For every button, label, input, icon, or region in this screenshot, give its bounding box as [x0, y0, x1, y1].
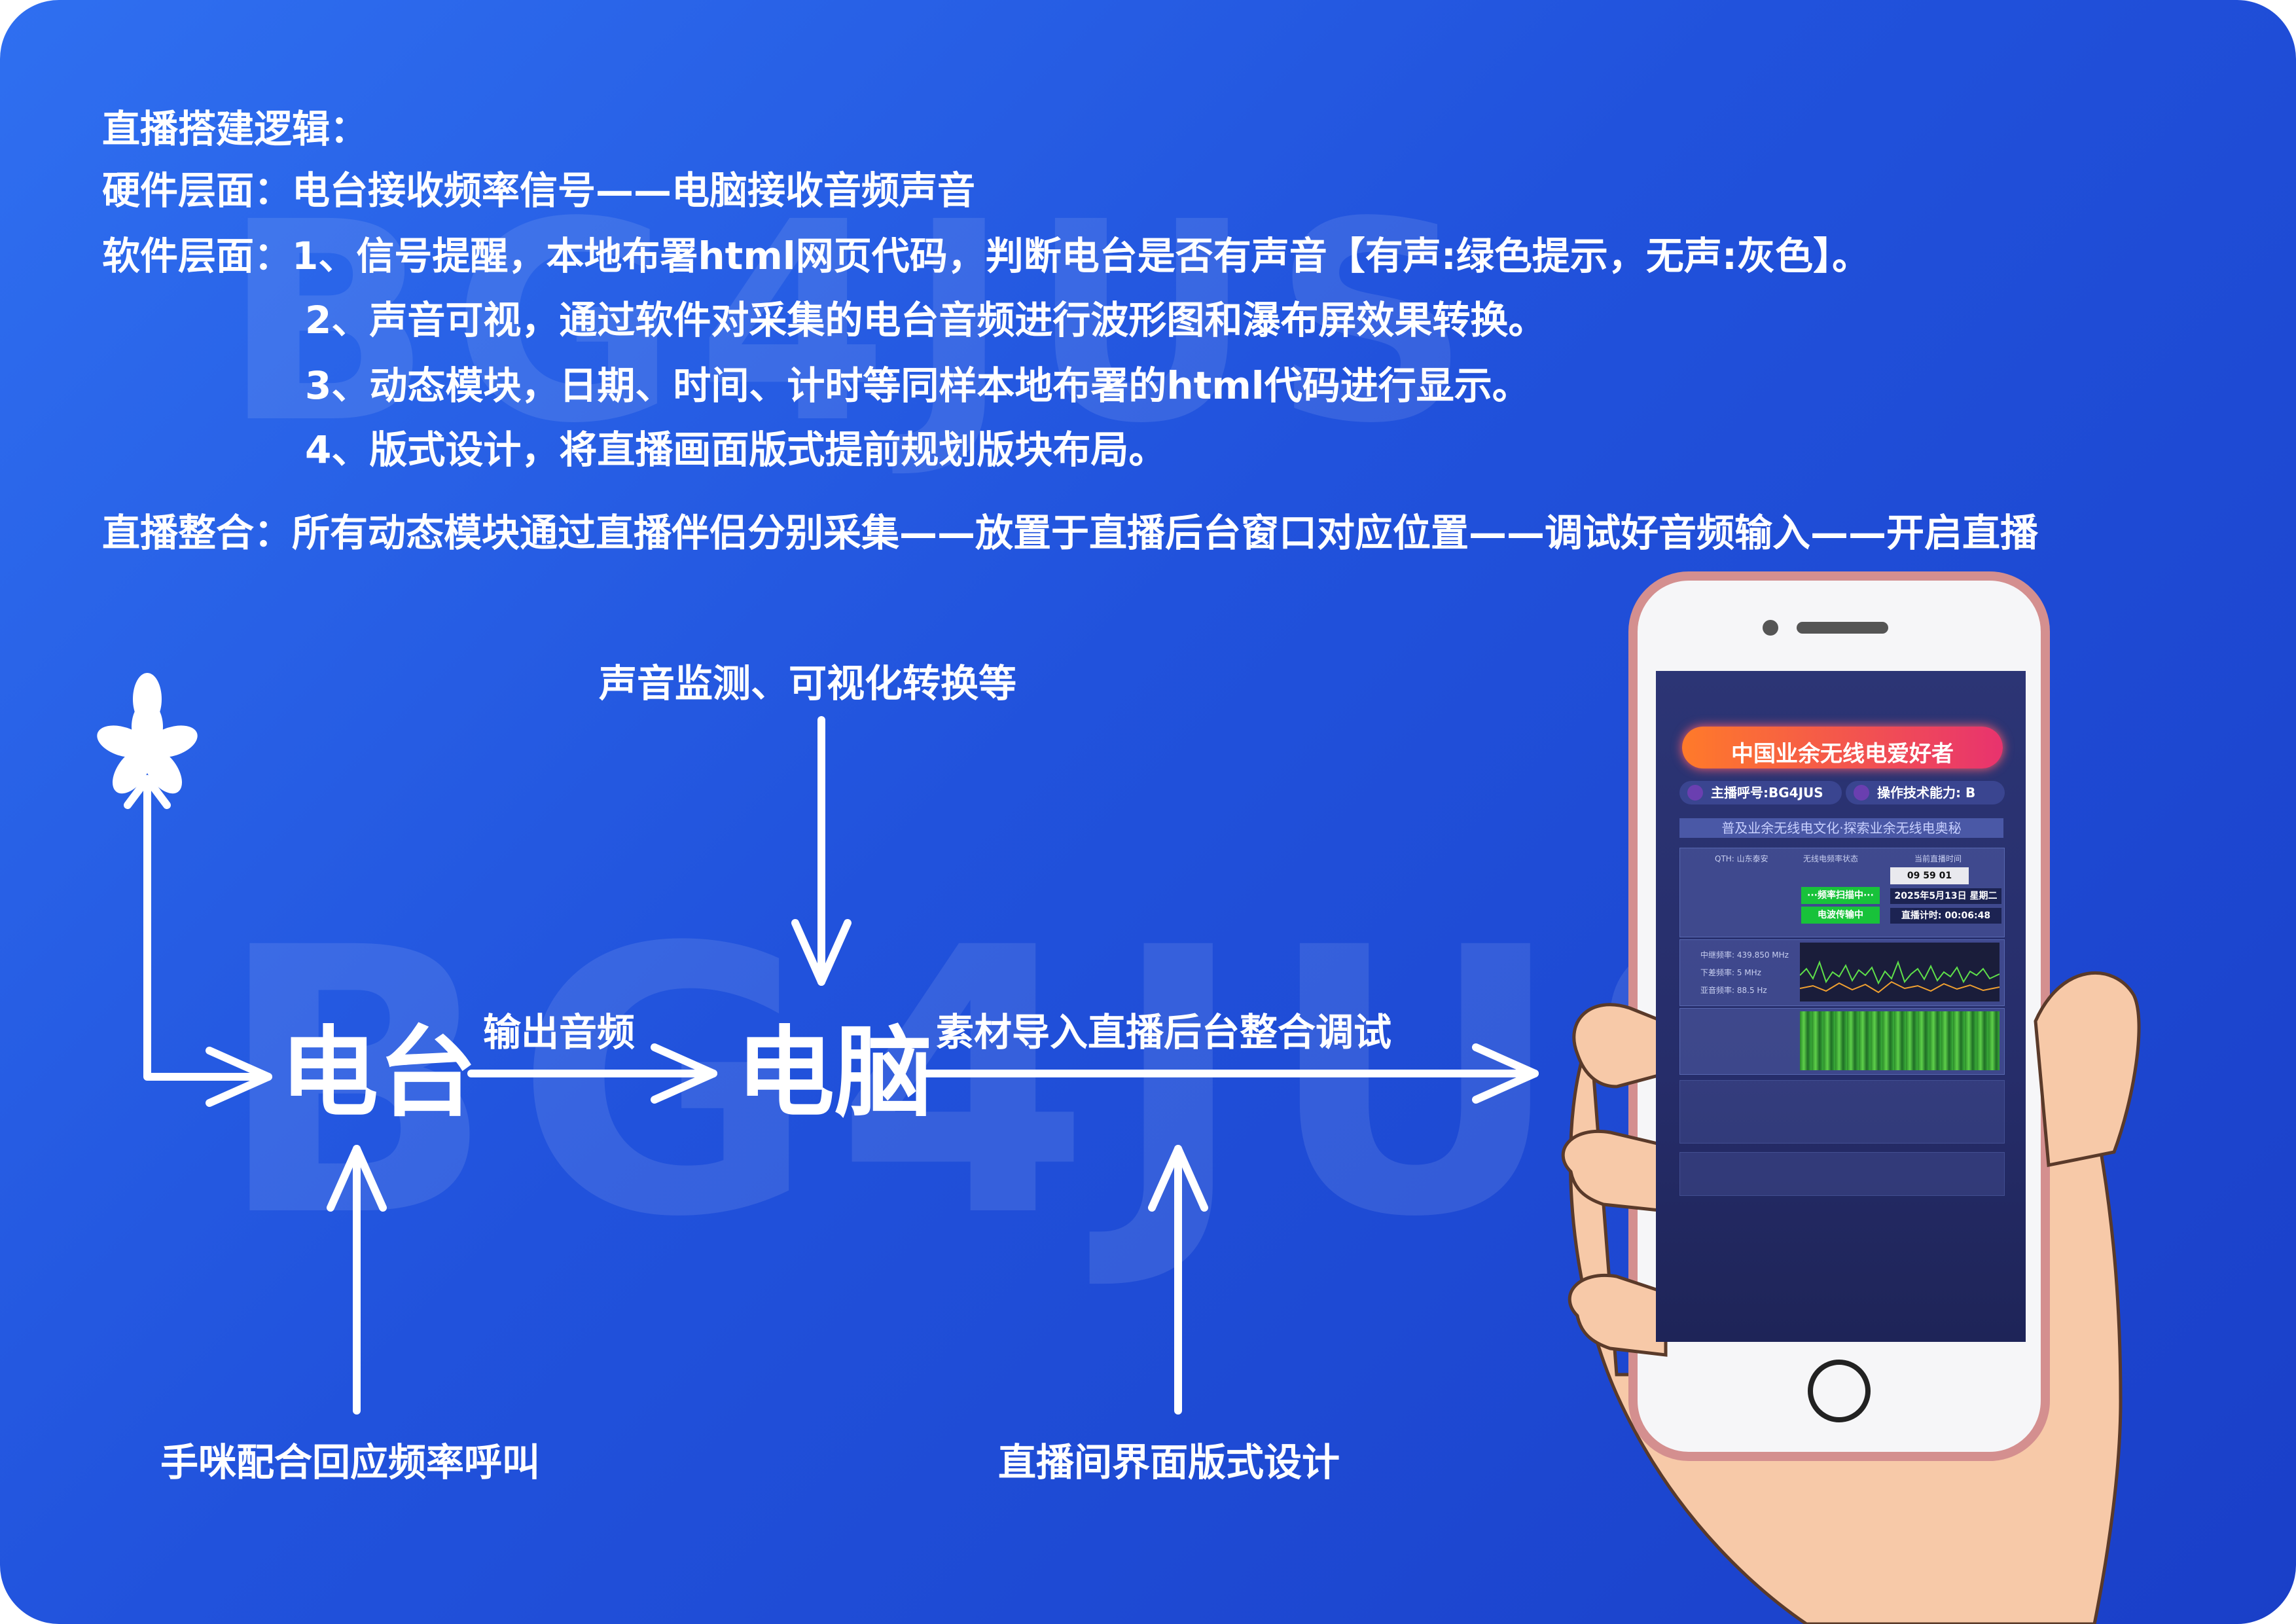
- antenna-asterisk-icon: [97, 673, 198, 794]
- phone-host-callsign: 主播呼号:BG4JUS: [1679, 781, 1842, 804]
- phone-skill-level: 操作技术能力: B: [1846, 781, 2005, 804]
- edge-label-audio-output: 输出音频: [483, 1010, 636, 1055]
- arrowhead-pc-phone: [1472, 1043, 1539, 1104]
- phone-qth: QTH: 山东泰安: [1715, 854, 1768, 863]
- intro-hardware: 硬件层面：电台接收频率信号——电脑接收音频声音: [102, 168, 976, 213]
- intro-integration: 直播整合：所有动态模块通过直播伴侣分别采集——放置于直播后台窗口对应位置——调试…: [102, 511, 2039, 555]
- phone-clock: 09 59 01: [1890, 867, 1969, 884]
- phone-transmitting-indicator: 电波传输中: [1801, 907, 1880, 924]
- intro-heading: 直播搭建逻辑：: [102, 107, 368, 151]
- arrowhead-monitor-pc: [791, 919, 852, 986]
- phone-title: 中国业余无线电爱好者: [1731, 741, 1954, 767]
- watermark-top: BG4JUS: [223, 164, 1490, 484]
- phone-speaker: [1797, 622, 1888, 634]
- intro-software-3: 3、动态模块，日期、时间、计时等同样本地布署的html代码进行显示。: [305, 363, 1530, 408]
- phone-scanning-indicator: ···频率扫描中···: [1801, 887, 1880, 904]
- phone-license-panel: [1679, 1152, 2005, 1196]
- edge-label-import: 素材导入直播后台整合调试: [936, 1010, 1392, 1055]
- phone-screen: 中国业余无线电爱好者 主播呼号:BG4JUS 操作技术能力: B 普及业余无线电…: [1656, 671, 2026, 1342]
- phone-offset: 下差频率: 5 MHz: [1700, 968, 1761, 977]
- hand-right-thumb: [2034, 971, 2141, 1167]
- phone-time-header: 当前直播时间: [1914, 854, 1962, 863]
- phone-tone: 亚音频率: 88.5 Hz: [1700, 986, 1767, 995]
- skill-icon: [1854, 785, 1869, 801]
- phone-rx-freq: 中继频率: 439.850 MHz: [1700, 950, 1789, 960]
- phone-waveform: [1800, 943, 2000, 1001]
- phone-banner: 普及业余无线电文化·探索业余无线电奥秘: [1679, 818, 2003, 838]
- phone-home-button: [1808, 1360, 1871, 1422]
- host-icon: [1687, 785, 1703, 801]
- phone-date: 2025年5月13日 星期二: [1890, 888, 2001, 904]
- label-layout-design: 直播间界面版式设计: [998, 1440, 1340, 1485]
- arrowhead-layout-edge: [1148, 1145, 1208, 1212]
- arrowhead-antenna-right: [206, 1047, 272, 1107]
- label-sound-monitoring: 声音监测、可视化转换等: [599, 661, 1017, 706]
- intro-software-4: 4、版式设计，将直播画面版式提前规划版块布局。: [305, 427, 1167, 472]
- label-mic-response: 手咪配合回应频率呼叫: [160, 1440, 541, 1485]
- phone-notice-panel: [1679, 1080, 2005, 1144]
- arrowhead-antenna-up: [124, 775, 171, 809]
- arrowhead-mic-radio: [327, 1145, 387, 1212]
- hand-finger-2: [1568, 1274, 1668, 1357]
- phone-title-pill: 中国业余无线电爱好者: [1682, 727, 2003, 768]
- node-computer: 电脑: [736, 1017, 933, 1130]
- hand-finger-1: [1561, 1130, 1668, 1213]
- phone-timer: 直播计时: 00:06:48: [1890, 908, 2001, 924]
- phone-status-header: 无线电频率状态: [1803, 854, 1859, 863]
- phone-camera: [1763, 620, 1778, 636]
- arrow-antenna-radio: [143, 782, 272, 1081]
- node-radio: 电台: [280, 1017, 477, 1130]
- intro-software-1: 软件层面：1、信号提醒，本地布署html网页代码，判断电台是否有声音【有声:绿色…: [102, 234, 1871, 278]
- arrowhead-radio-pc: [651, 1043, 717, 1104]
- phone-waterfall: [1800, 1011, 2000, 1070]
- intro-software-2: 2、声音可视，通过软件对采集的电台音频进行波形图和瀑布屏效果转换。: [305, 298, 1547, 342]
- hand-thumb: [1572, 1003, 1668, 1089]
